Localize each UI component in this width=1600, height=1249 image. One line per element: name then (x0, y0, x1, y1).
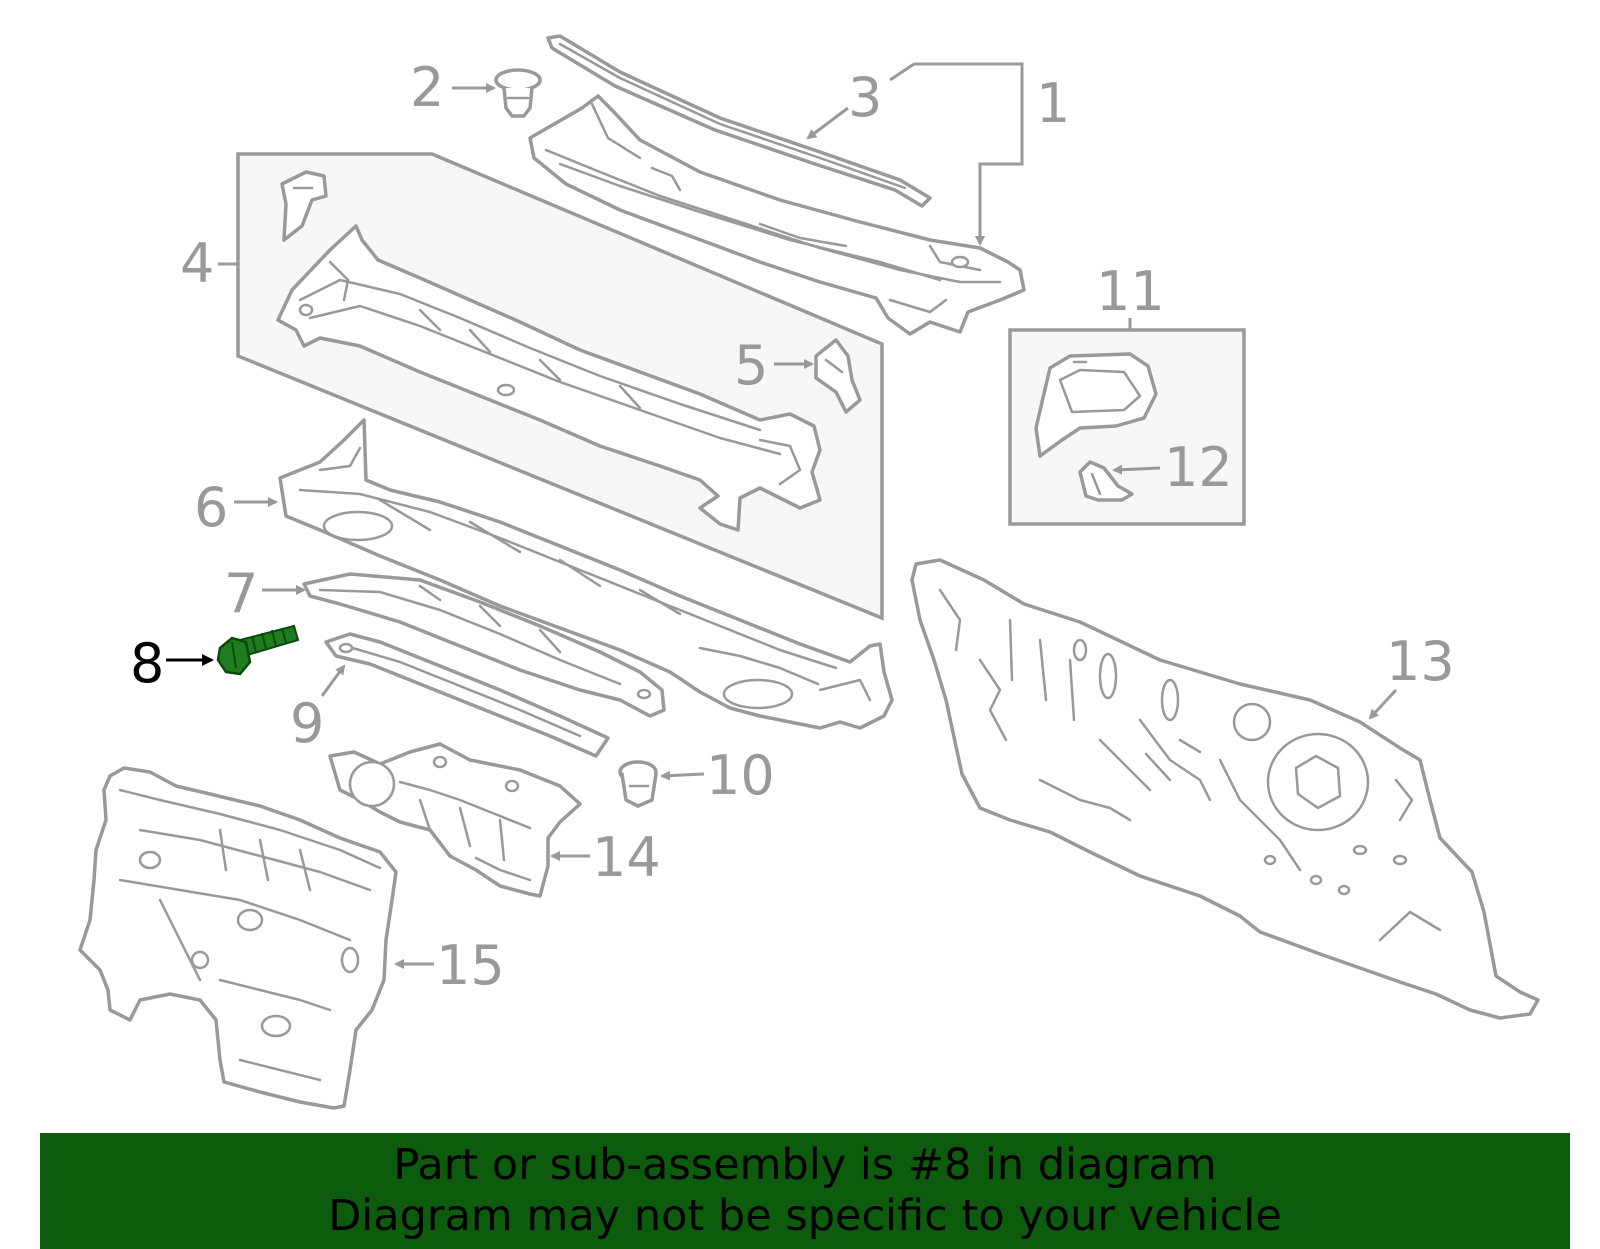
part-7-reinforcement[interactable] (302, 572, 666, 718)
callout-labels: 1 2 3 4 5 6 7 8 9 10 11 12 13 14 15 (130, 56, 1455, 997)
part-1-cowl-top[interactable] (528, 94, 1026, 336)
callout-6[interactable]: 6 (194, 476, 228, 539)
callout-14[interactable]: 14 (592, 826, 661, 889)
part-4-bracket[interactable] (280, 170, 328, 242)
part-2-clip[interactable] (494, 68, 542, 118)
info-banner: Part or sub-assembly is #8 in diagram Di… (40, 1133, 1570, 1249)
part-4-cowl-inner[interactable] (276, 224, 822, 532)
part-14-insulator[interactable] (328, 742, 582, 898)
callout-8[interactable]: 8 (130, 632, 164, 695)
part-5-bracket[interactable] (814, 338, 862, 414)
callout-12[interactable]: 12 (1164, 436, 1233, 499)
callout-13[interactable]: 13 (1386, 630, 1455, 693)
part-15-insulator[interactable] (78, 766, 398, 1110)
part-8-bolt[interactable] (216, 624, 300, 676)
callout-4[interactable]: 4 (180, 232, 214, 295)
part-6-lower-cowl[interactable] (278, 418, 894, 730)
part-12-clip[interactable] (1078, 460, 1134, 502)
part-3-weatherstrip[interactable] (546, 34, 932, 208)
leaders (166, 62, 1398, 969)
callout-5[interactable]: 5 (734, 334, 768, 397)
callout-9[interactable]: 9 (290, 692, 324, 755)
part-10-grommet[interactable] (618, 760, 658, 808)
callout-3[interactable]: 3 (848, 66, 882, 129)
callout-15[interactable]: 15 (436, 934, 505, 997)
banner-line-2: Diagram may not be specific to your vehi… (328, 1191, 1282, 1241)
part-11-cover[interactable] (1034, 352, 1158, 458)
callout-10[interactable]: 10 (706, 744, 775, 807)
callout-2[interactable]: 2 (410, 56, 444, 119)
callout-7[interactable]: 7 (224, 562, 258, 625)
part-9-brace[interactable] (324, 632, 610, 758)
part-13-dash-panel[interactable] (910, 558, 1540, 1020)
banner-line-1: Part or sub-assembly is #8 in diagram (393, 1140, 1217, 1190)
callout-1[interactable]: 1 (1036, 72, 1070, 135)
callout-11[interactable]: 11 (1096, 260, 1165, 323)
